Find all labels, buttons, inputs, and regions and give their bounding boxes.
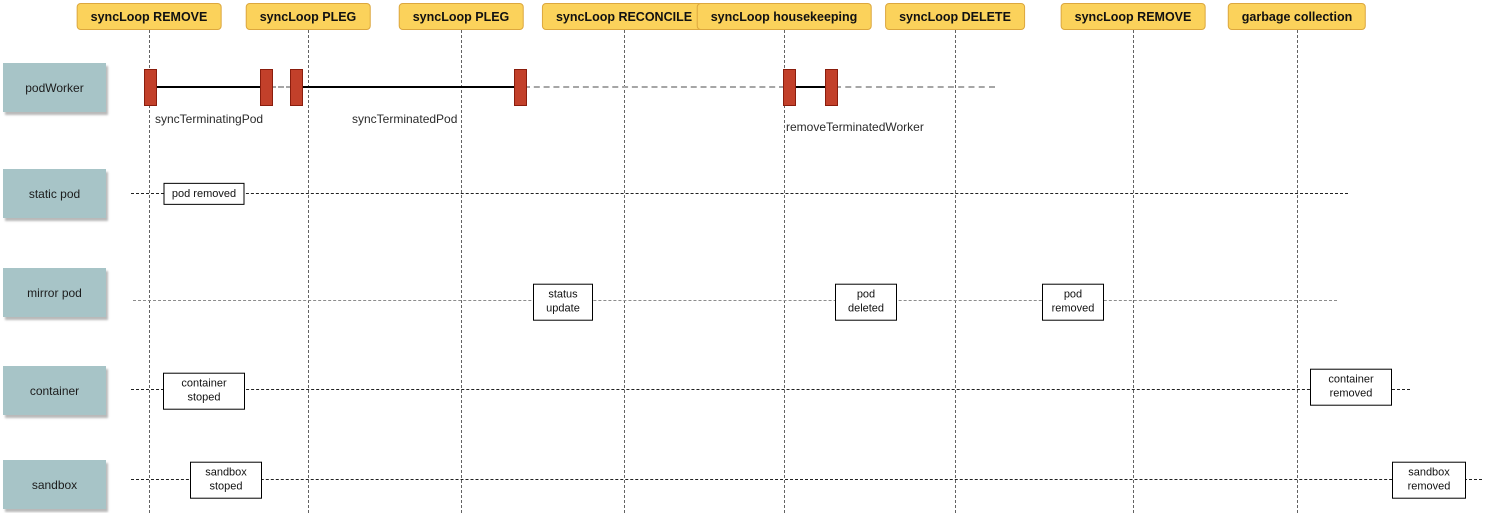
podworker-activity-line-2	[296, 86, 520, 88]
loop-header-sync-delete: syncLoop DELETE	[885, 3, 1025, 30]
column-line-1	[149, 30, 150, 513]
loop-header-housekeeping: syncLoop housekeeping	[696, 3, 872, 30]
activation-bar-5	[783, 69, 796, 106]
label-sync-terminating-pod: syncTerminatingPod	[155, 112, 264, 126]
loop-header-sync-remove-1: syncLoop REMOVE	[76, 3, 222, 30]
label-sync-terminated-pod: syncTerminatedPod	[352, 112, 458, 126]
event-container-stoped: container stoped	[163, 372, 245, 410]
column-line-3	[461, 30, 462, 513]
lifeline-static-pod	[131, 193, 1348, 194]
event-sandbox-stoped: sandbox stoped	[190, 461, 262, 499]
loop-header-sync-pleg-2: syncLoop PLEG	[398, 3, 524, 30]
column-line-2	[308, 30, 309, 513]
event-container-removed: container removed	[1310, 368, 1392, 406]
event-status-update: status update	[533, 283, 593, 321]
actor-static-pod: static pod	[3, 169, 106, 218]
column-line-5	[784, 30, 785, 513]
podworker-idle-line-3	[835, 86, 995, 88]
event-sandbox-removed: sandbox removed	[1392, 461, 1466, 499]
podworker-activity-line-3	[789, 86, 831, 88]
column-line-8	[1297, 30, 1298, 513]
column-line-6	[955, 30, 956, 513]
loop-header-garbage-collection: garbage collection	[1227, 3, 1367, 30]
actor-mirror-pod: mirror pod	[3, 268, 106, 317]
activation-bar-4	[514, 69, 527, 106]
loop-header-sync-pleg-1: syncLoop PLEG	[245, 3, 371, 30]
podworker-idle-line-1	[270, 86, 292, 88]
event-pod-removed-static: pod removed	[163, 182, 245, 206]
loop-header-sync-reconcile: syncLoop RECONCILE	[541, 3, 707, 30]
event-pod-removed-mirror: pod removed	[1042, 283, 1104, 321]
lifeline-sandbox	[131, 479, 1482, 480]
lifeline-mirror-pod	[133, 300, 1337, 301]
activation-bar-6	[825, 69, 838, 106]
actor-sandbox: sandbox	[3, 460, 106, 509]
podworker-idle-line-2	[524, 86, 785, 88]
podworker-activity-line-1	[150, 86, 266, 88]
loop-header-sync-remove-2: syncLoop REMOVE	[1060, 3, 1206, 30]
actor-podworker: podWorker	[3, 63, 106, 112]
activation-bar-1	[144, 69, 157, 106]
column-line-7	[1133, 30, 1134, 513]
column-line-4	[624, 30, 625, 513]
activation-bar-3	[290, 69, 303, 106]
actor-container: container	[3, 366, 106, 415]
event-pod-deleted: pod deleted	[835, 283, 897, 321]
label-remove-terminated-worker: removeTerminatedWorker	[786, 120, 924, 134]
lifeline-container	[131, 389, 1410, 390]
activation-bar-2	[260, 69, 273, 106]
